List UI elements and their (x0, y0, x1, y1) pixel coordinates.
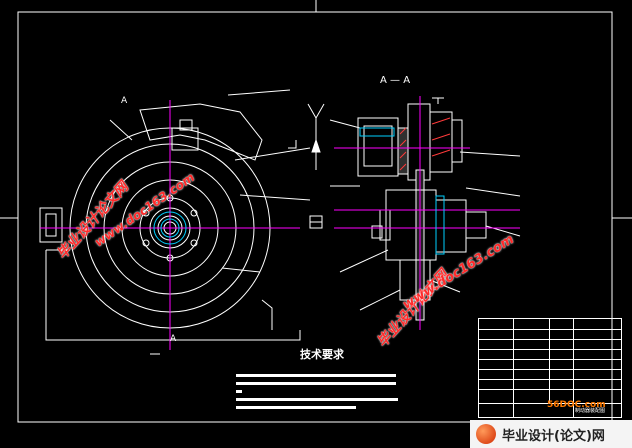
section-plane-lines (40, 100, 300, 350)
section-view-label: A — A (380, 75, 411, 86)
site-domain: 56DOC.com (547, 400, 606, 410)
title-block: 制动器装配图 (478, 318, 622, 418)
section-centerlines (334, 96, 520, 330)
section-label-a-bottom: A (170, 334, 177, 344)
section-cyan-parts (359, 127, 445, 255)
roughness-symbol (307, 103, 325, 229)
site-banner[interactable]: 毕业设计(论文)网 (470, 420, 632, 448)
site-logo-icon (476, 424, 496, 444)
drawing-border (17, 11, 613, 423)
section-hatching (399, 117, 451, 171)
drawing-name: 制动器装配图 (575, 408, 606, 414)
hub-detail (153, 211, 187, 245)
section-label-a-top: A (121, 96, 128, 106)
tech-requirements-title: 技术要求 (300, 348, 344, 361)
banner-text: 毕业设计(论文)网 (502, 429, 605, 444)
tech-requirements-lines (236, 374, 398, 409)
